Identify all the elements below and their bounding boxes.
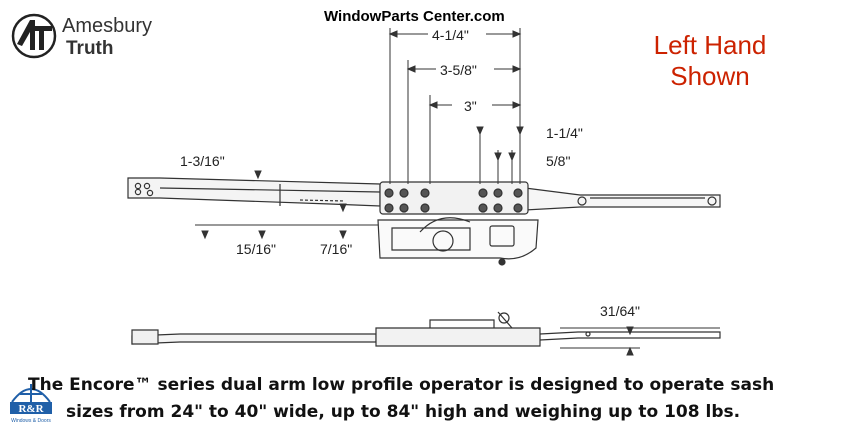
profile-dimension-lines [560,326,720,356]
amesbury-truth-logo: Amesbury Truth [11,13,152,59]
gear-housing [377,181,539,266]
screw-holes [384,188,523,213]
short-arm [524,187,721,211]
at-mark-icon [11,13,57,59]
window-icon [11,384,51,403]
left-dimension-lines [195,170,378,240]
dim-1-1-4: 1-1/4" [546,125,583,141]
caption-line1: The Encore™ series dual arm low profile … [28,375,775,395]
dim-31-64: 31/64" [600,303,640,319]
rr-windows-doors-logo: R&R Windows & Doors [10,384,52,424]
note-line1: Left Hand [653,30,767,60]
dim-1-3-16: 1-3/16" [180,153,225,169]
dealer-logo-subtext: Windows & Doors [11,418,51,424]
product-caption: The Encore™ series dual arm low profile … [28,372,838,426]
caption-line2: sizes from 24" to 40" wide, up to 84" hi… [66,402,741,422]
side-profile-view [131,311,721,347]
note-line2: Shown [670,61,750,91]
top-dimension-lines [388,28,524,184]
dim-4-1-4: 4-1/4" [432,27,469,43]
brand-name-line2: Truth [66,38,114,59]
left-hand-note: Left Hand Shown [610,30,810,92]
dim-3-5-8: 3-5/8" [440,62,477,78]
dim-7-16: 7/16" [320,241,352,257]
dealer-logo-text: R&R [18,403,44,415]
site-title: WindowParts Center.com [324,8,505,25]
long-arm [127,177,381,207]
dim-5-8: 5/8" [546,153,570,169]
dim-15-16: 15/16" [236,241,276,257]
dim-3: 3" [464,98,477,114]
brand-name-line1: Amesbury [62,15,152,37]
